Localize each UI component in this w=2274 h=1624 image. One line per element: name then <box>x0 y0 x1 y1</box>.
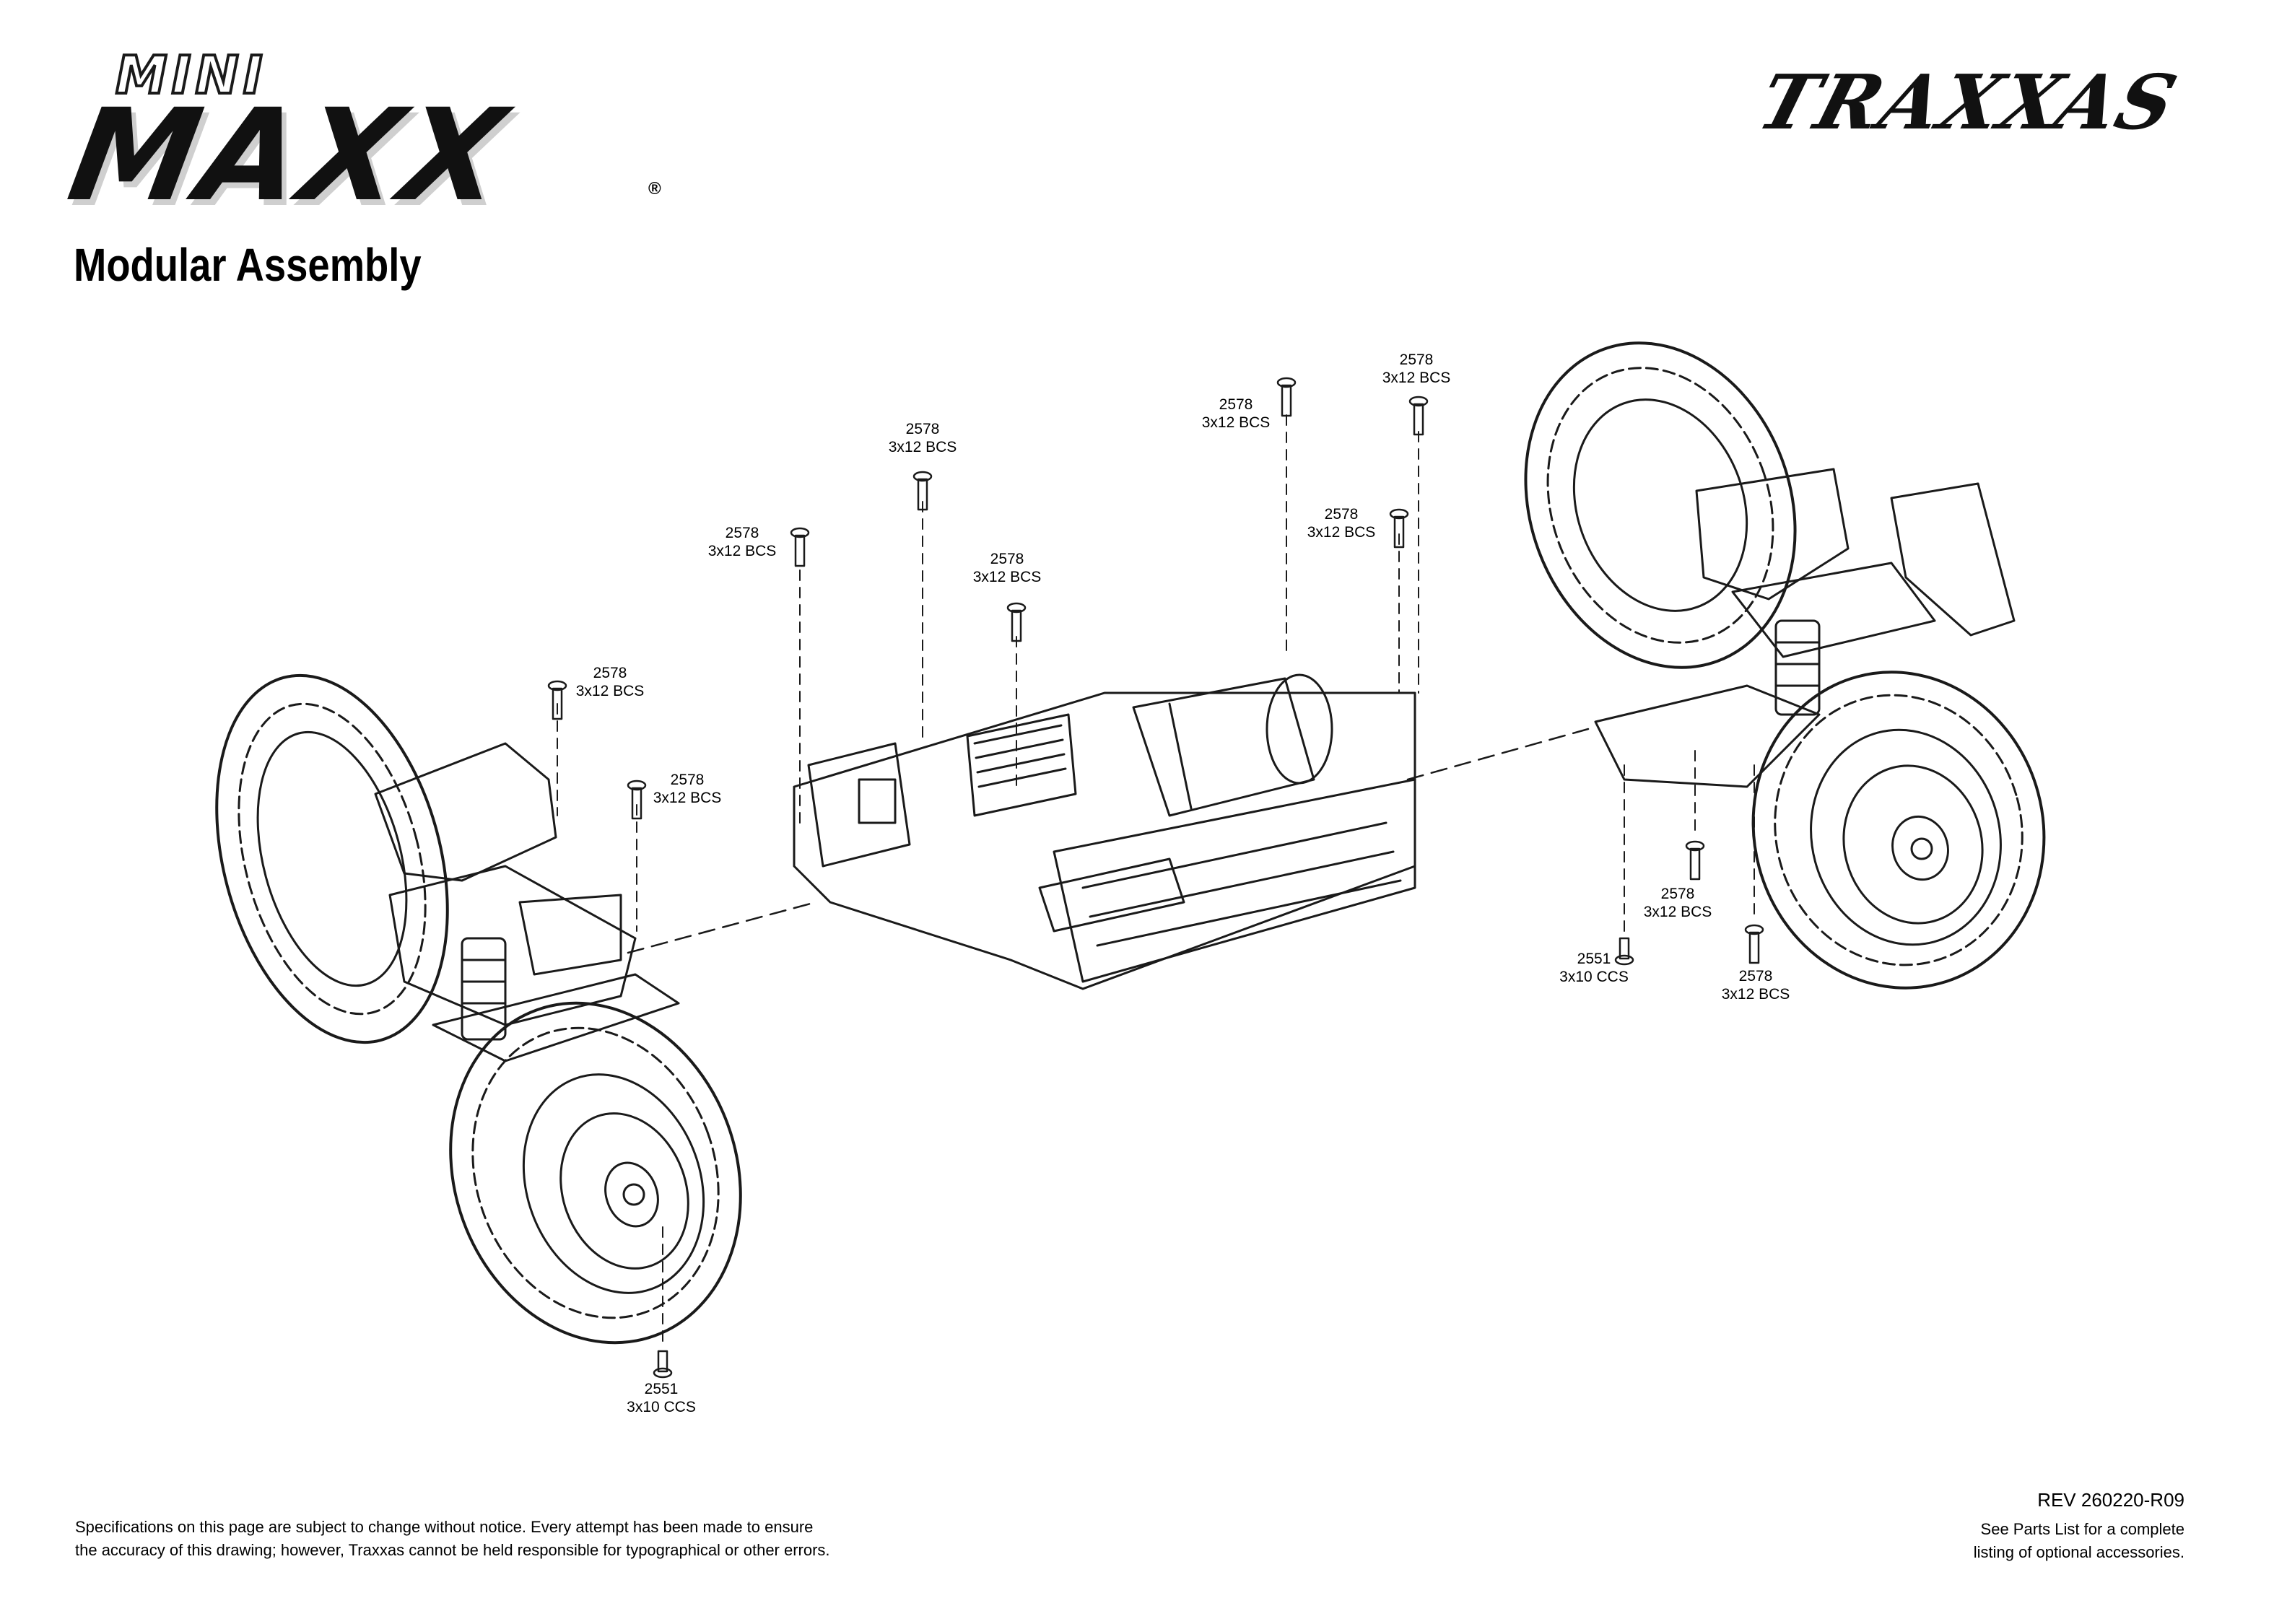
disclaimer-line: the accuracy of this drawing; however, T… <box>75 1541 830 1559</box>
screw-icon <box>653 1350 673 1379</box>
revision-label: REV 260220-R09 <box>2037 1489 2184 1511</box>
assembly-centerline <box>627 728 1590 954</box>
motor-icon <box>1132 673 1333 817</box>
disclaimer-line: Specifications on this page are subject … <box>75 1518 814 1536</box>
screw-icon <box>1685 840 1705 881</box>
wheel-icon <box>559 1112 689 1270</box>
tire-icon <box>449 1001 742 1345</box>
center-chassis-module <box>793 673 1416 990</box>
screw-icon <box>912 471 933 511</box>
tire-icon <box>215 673 449 1044</box>
disclaimer-text: Specifications on this page are subject … <box>75 1516 941 1562</box>
rear-module <box>1524 341 2046 990</box>
screw-icon <box>1276 377 1297 417</box>
screw-icon <box>1744 924 1764 964</box>
front-module <box>215 673 742 1345</box>
screw-icon <box>1408 396 1429 436</box>
screw-guide-lines <box>557 414 1755 1343</box>
screw-icon <box>1389 508 1409 549</box>
tire-icon <box>1524 341 1797 669</box>
parts-note-line: See Parts List for a complete <box>1980 1520 2184 1538</box>
parts-note-line: listing of optional accessories. <box>1973 1543 2184 1561</box>
shock-icon <box>1774 619 1821 716</box>
tire-icon <box>1751 671 2046 990</box>
esc-icon <box>966 713 1077 817</box>
screws <box>547 377 1764 1379</box>
screw-icon <box>1006 602 1027 642</box>
screw-icon <box>790 527 810 567</box>
parts-list-note: See Parts List for a complete listing of… <box>1881 1518 2184 1564</box>
shock-icon <box>461 937 507 1041</box>
wheel-icon <box>1842 764 1984 925</box>
screw-icon <box>627 780 647 820</box>
servo-icon <box>807 742 911 868</box>
registered-mark: ® <box>648 179 661 198</box>
screw-icon <box>1614 937 1634 966</box>
page-title: Modular Assembly <box>74 239 422 291</box>
screw-icon <box>547 680 567 720</box>
mini-logo-text: MINI <box>114 43 267 107</box>
